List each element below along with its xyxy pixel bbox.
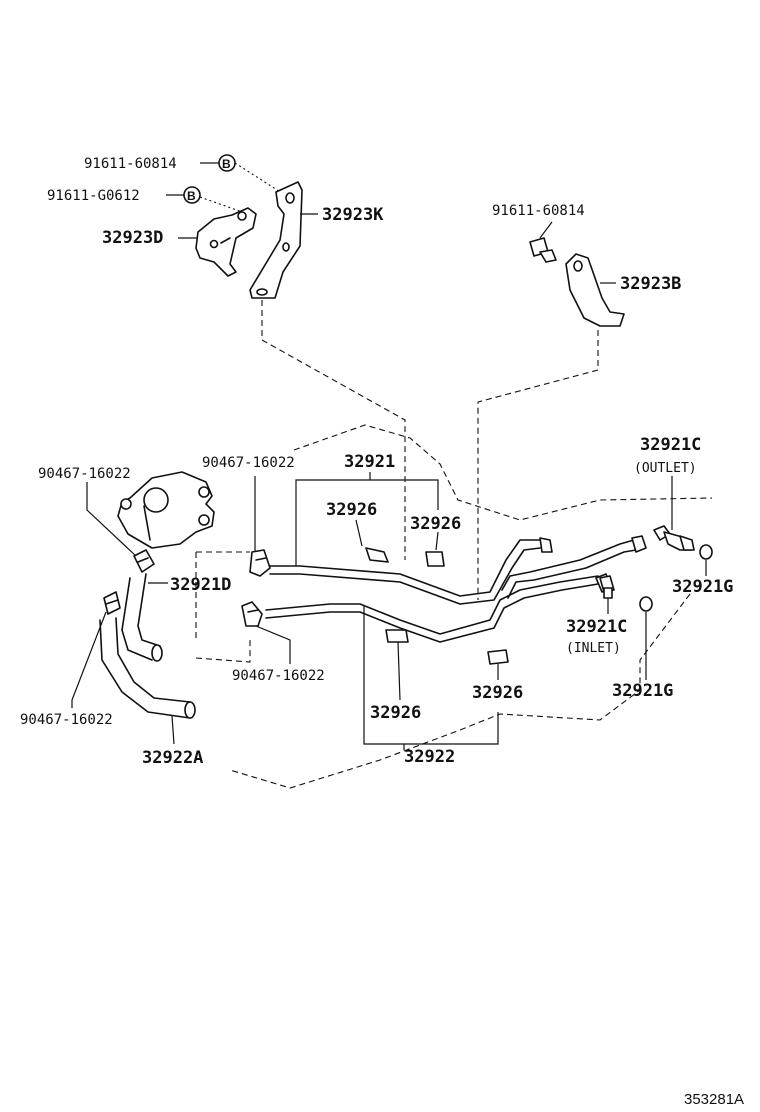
clip-lower-tube <box>241 601 291 664</box>
clip-upper-tube <box>249 476 271 577</box>
hose-32921D <box>121 573 168 662</box>
label-32921G-outlet: 32921G <box>672 577 733 597</box>
svg-text:B: B <box>222 157 231 171</box>
label-32921G-inlet: 32921G <box>612 681 673 701</box>
bracket-32923B <box>477 253 625 600</box>
label-32926-lower-2: 32926 <box>472 683 523 703</box>
clip-hose-top <box>103 591 121 615</box>
label-91611-G0612: 91611-G0612 <box>47 188 140 204</box>
label-32923B: 32923B <box>620 274 681 294</box>
label-32923D: 32923D <box>102 228 163 248</box>
label-32921C-inlet: 32921C <box>566 617 627 637</box>
drawing-id: 353281A <box>684 1091 744 1108</box>
clip-upper-hose-top <box>133 549 155 573</box>
label-90467-16022-left-bottom: 90467-16022 <box>20 712 113 728</box>
label-90467-16022-middle-bottom: 90467-16022 <box>232 668 325 684</box>
bolt-91611-60814-right <box>529 221 557 263</box>
clamp-32926-lower-2 <box>487 649 509 680</box>
clamp-32926-lower-1 <box>385 629 409 701</box>
union-32921C-outlet <box>653 476 695 551</box>
label-90467-16022-left-top: 90467-16022 <box>38 466 131 482</box>
bolt-91611-60814-left: B <box>218 154 286 196</box>
label-32921: 32921 <box>344 452 395 472</box>
label-32926-lower-1: 32926 <box>370 703 421 723</box>
label-outlet-note: (OUTLET) <box>634 461 697 476</box>
label-32922A: 32922A <box>142 748 203 768</box>
union-32921C-inlet <box>599 575 615 614</box>
label-32926-upper-2: 32926 <box>410 514 461 534</box>
label-32926-upper-1: 32926 <box>326 500 377 520</box>
clamp-32926-upper-1 <box>355 519 389 563</box>
label-32923K: 32923K <box>322 205 384 225</box>
gasket-32921G-inlet <box>639 596 653 680</box>
tube-32921 <box>269 535 647 605</box>
pump-housing <box>117 471 215 549</box>
clamp-32926-upper-2 <box>425 531 445 567</box>
label-91611-60814-right: 91611-60814 <box>492 203 585 219</box>
label-90467-16022-middle-top: 90467-16022 <box>202 455 295 471</box>
gasket-32921G-outlet <box>699 544 713 576</box>
label-32922: 32922 <box>404 747 455 767</box>
bracket-32923D <box>178 207 257 277</box>
bolt-91611-G0612-left: B <box>166 186 246 214</box>
label-inlet-note: (INLET) <box>566 641 621 656</box>
svg-text:B: B <box>187 189 196 203</box>
hose-32922A <box>99 617 196 745</box>
label-32921D: 32921D <box>170 575 231 595</box>
label-91611-60814-left: 91611-60814 <box>84 156 177 172</box>
label-32921C-outlet: 32921C <box>640 435 701 455</box>
bracket-32923K <box>249 181 406 560</box>
tube-32922 <box>265 573 613 643</box>
